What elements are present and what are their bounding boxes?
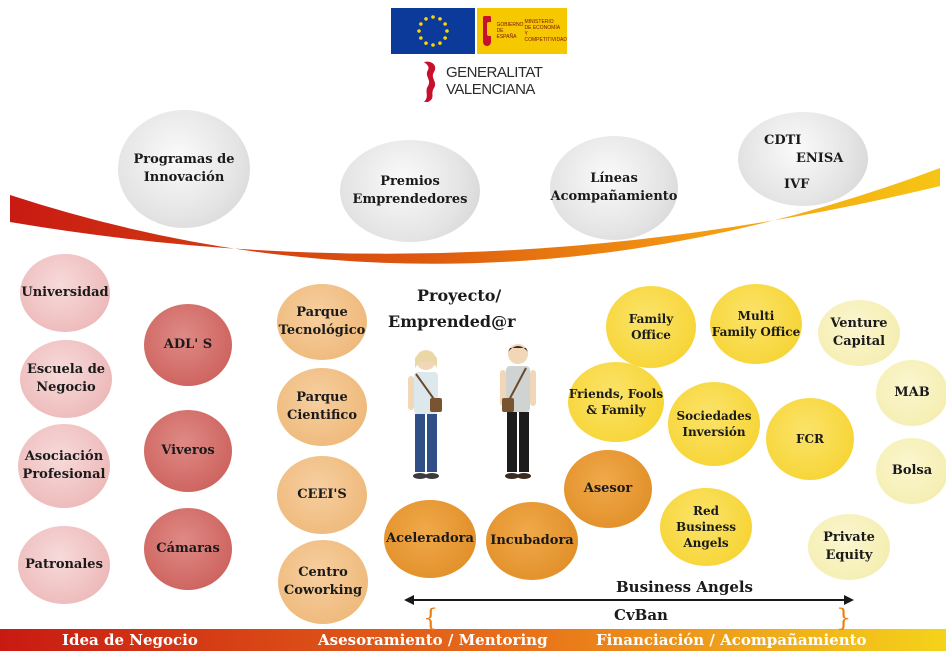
spain-coat-of-arms-icon <box>483 16 497 46</box>
parque-tecnologico-bubble: Parque Tecnológico <box>277 284 367 360</box>
phase-financiacion-acompanamiento: Financiación / Acompañamiento <box>596 631 867 649</box>
private-equity-bubble: Private Equity <box>808 514 890 580</box>
multi-family-office-bubble: Multi Family Office <box>710 284 802 364</box>
adls-bubble: ADL' S <box>144 304 232 386</box>
escuela-negocio-bubble: Escuela de Negocio <box>20 340 112 418</box>
proyecto-title-line1: Proyecto/ <box>417 286 502 305</box>
gv-line2: VALENCIANA <box>446 81 535 98</box>
sociedades-inversion-bubble: Sociedades Inversión <box>668 382 760 466</box>
ceeis-bubble: CEEI'S <box>277 456 367 534</box>
cdti-enisa-ivf-bubble: CDTI ENISA IVF <box>738 112 868 206</box>
lineas-acompanamiento-bubble: Líneas Acompañamiento <box>550 136 678 240</box>
gv-emblem-icon <box>424 61 436 102</box>
patronales-bubble: Patronales <box>18 526 110 604</box>
parque-cientifico-bubble: Parque Cientifico <box>277 368 367 446</box>
business-angels-label: Business Angels <box>616 578 754 596</box>
cvban-label: CvBan <box>614 606 668 624</box>
family-office-bubble: Family Office <box>606 286 696 368</box>
phase-asesoramiento-mentoring: Asesoramiento / Mentoring <box>318 631 548 649</box>
centro-coworking-bubble: Centro Coworking <box>278 540 368 624</box>
viveros-bubble: Viveros <box>144 410 232 492</box>
left-brace: { <box>423 604 438 632</box>
eu-flag-logo <box>391 8 475 54</box>
aceleradora-bubble: Aceleradora <box>384 500 476 578</box>
red-business-angels-bubble: Red Business Angels <box>660 488 752 566</box>
asociacion-profesional-bubble: Asociación Profesional <box>18 424 110 508</box>
asesor-bubble: Asesor <box>564 450 652 528</box>
gv-line1: GENERALITAT <box>446 64 543 81</box>
ministry-text: MINISTERIO DE ECONOMÍA Y COMPETITIVIDAD <box>524 19 568 43</box>
friends-fools-family-bubble: Friends, Fools & Family <box>568 362 664 442</box>
programas-innovacion-bubble: Programas de Innovación <box>118 110 250 228</box>
proyecto-title-line2: Emprended@r <box>388 312 516 331</box>
male-entrepreneur-icon <box>500 344 536 479</box>
female-entrepreneur-icon <box>408 350 442 479</box>
gov-text: GOBIERNO DE ESPAÑA <box>496 22 524 40</box>
generalitat-valenciana-logo: GENERALITAT VALENCIANA <box>418 58 543 104</box>
venture-capital-bubble: Venture Capital <box>818 300 900 366</box>
incubadora-bubble: Incubadora <box>486 502 578 580</box>
mab-bubble: MAB <box>876 360 946 426</box>
eu-stars-icon <box>417 15 449 47</box>
spain-government-logo: GOBIERNO DE ESPAÑA MINISTERIO DE ECONOMÍ… <box>477 8 567 54</box>
entrepreneurs-illustration <box>408 344 536 479</box>
phase-idea-negocio: Idea de Negocio <box>62 631 198 649</box>
camaras-bubble: Cámaras <box>144 508 232 590</box>
bolsa-bubble: Bolsa <box>876 438 946 504</box>
universidad-bubble: Universidad <box>20 254 110 332</box>
right-brace: } <box>836 604 851 632</box>
fcr-bubble: FCR <box>766 398 854 480</box>
premios-emprendedores-bubble: Premios Emprendedores <box>340 140 480 242</box>
